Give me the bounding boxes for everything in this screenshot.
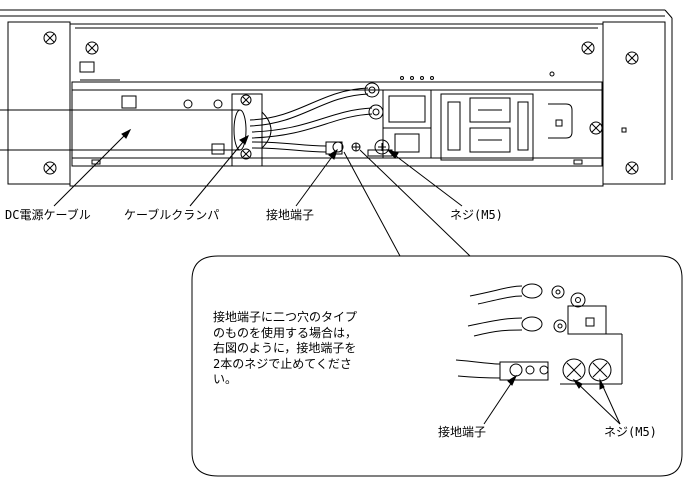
- dc-cable-label: DC電源ケーブル: [5, 208, 91, 222]
- note-line: 右図のように，接地端子を: [213, 341, 357, 355]
- note-line: い。: [213, 372, 238, 386]
- equipment-chassis: [0, 9, 673, 187]
- detail-ground-terminal-label: 接地端子: [438, 425, 487, 439]
- detail-callout-box: [191, 255, 683, 477]
- screw-m5-label: ネジ(M5): [450, 208, 503, 222]
- cable-clamper: [211, 93, 272, 167]
- detail-screw-m5-label: ネジ(M5): [604, 425, 657, 439]
- cable-clamper-label: ケーブルクランパ: [124, 208, 220, 222]
- leader-lines-top: [53, 128, 471, 257]
- note-line: 接地端子に二つ穴のタイプ: [213, 310, 358, 324]
- dc-power-cable: [0, 87, 373, 153]
- detail-terminal-illustration: [455, 283, 623, 425]
- ground-terminal-label: 接地端子: [266, 208, 315, 222]
- terminal-lugs: [325, 82, 393, 157]
- instruction-note: 接地端子に二つ穴のタイプ のものを使用する場合は， 右図のように，接地端子を 2…: [213, 310, 403, 388]
- note-line: のものを使用する場合は，: [213, 325, 358, 340]
- note-line: 2本のネジで止めてくださ: [213, 356, 352, 371]
